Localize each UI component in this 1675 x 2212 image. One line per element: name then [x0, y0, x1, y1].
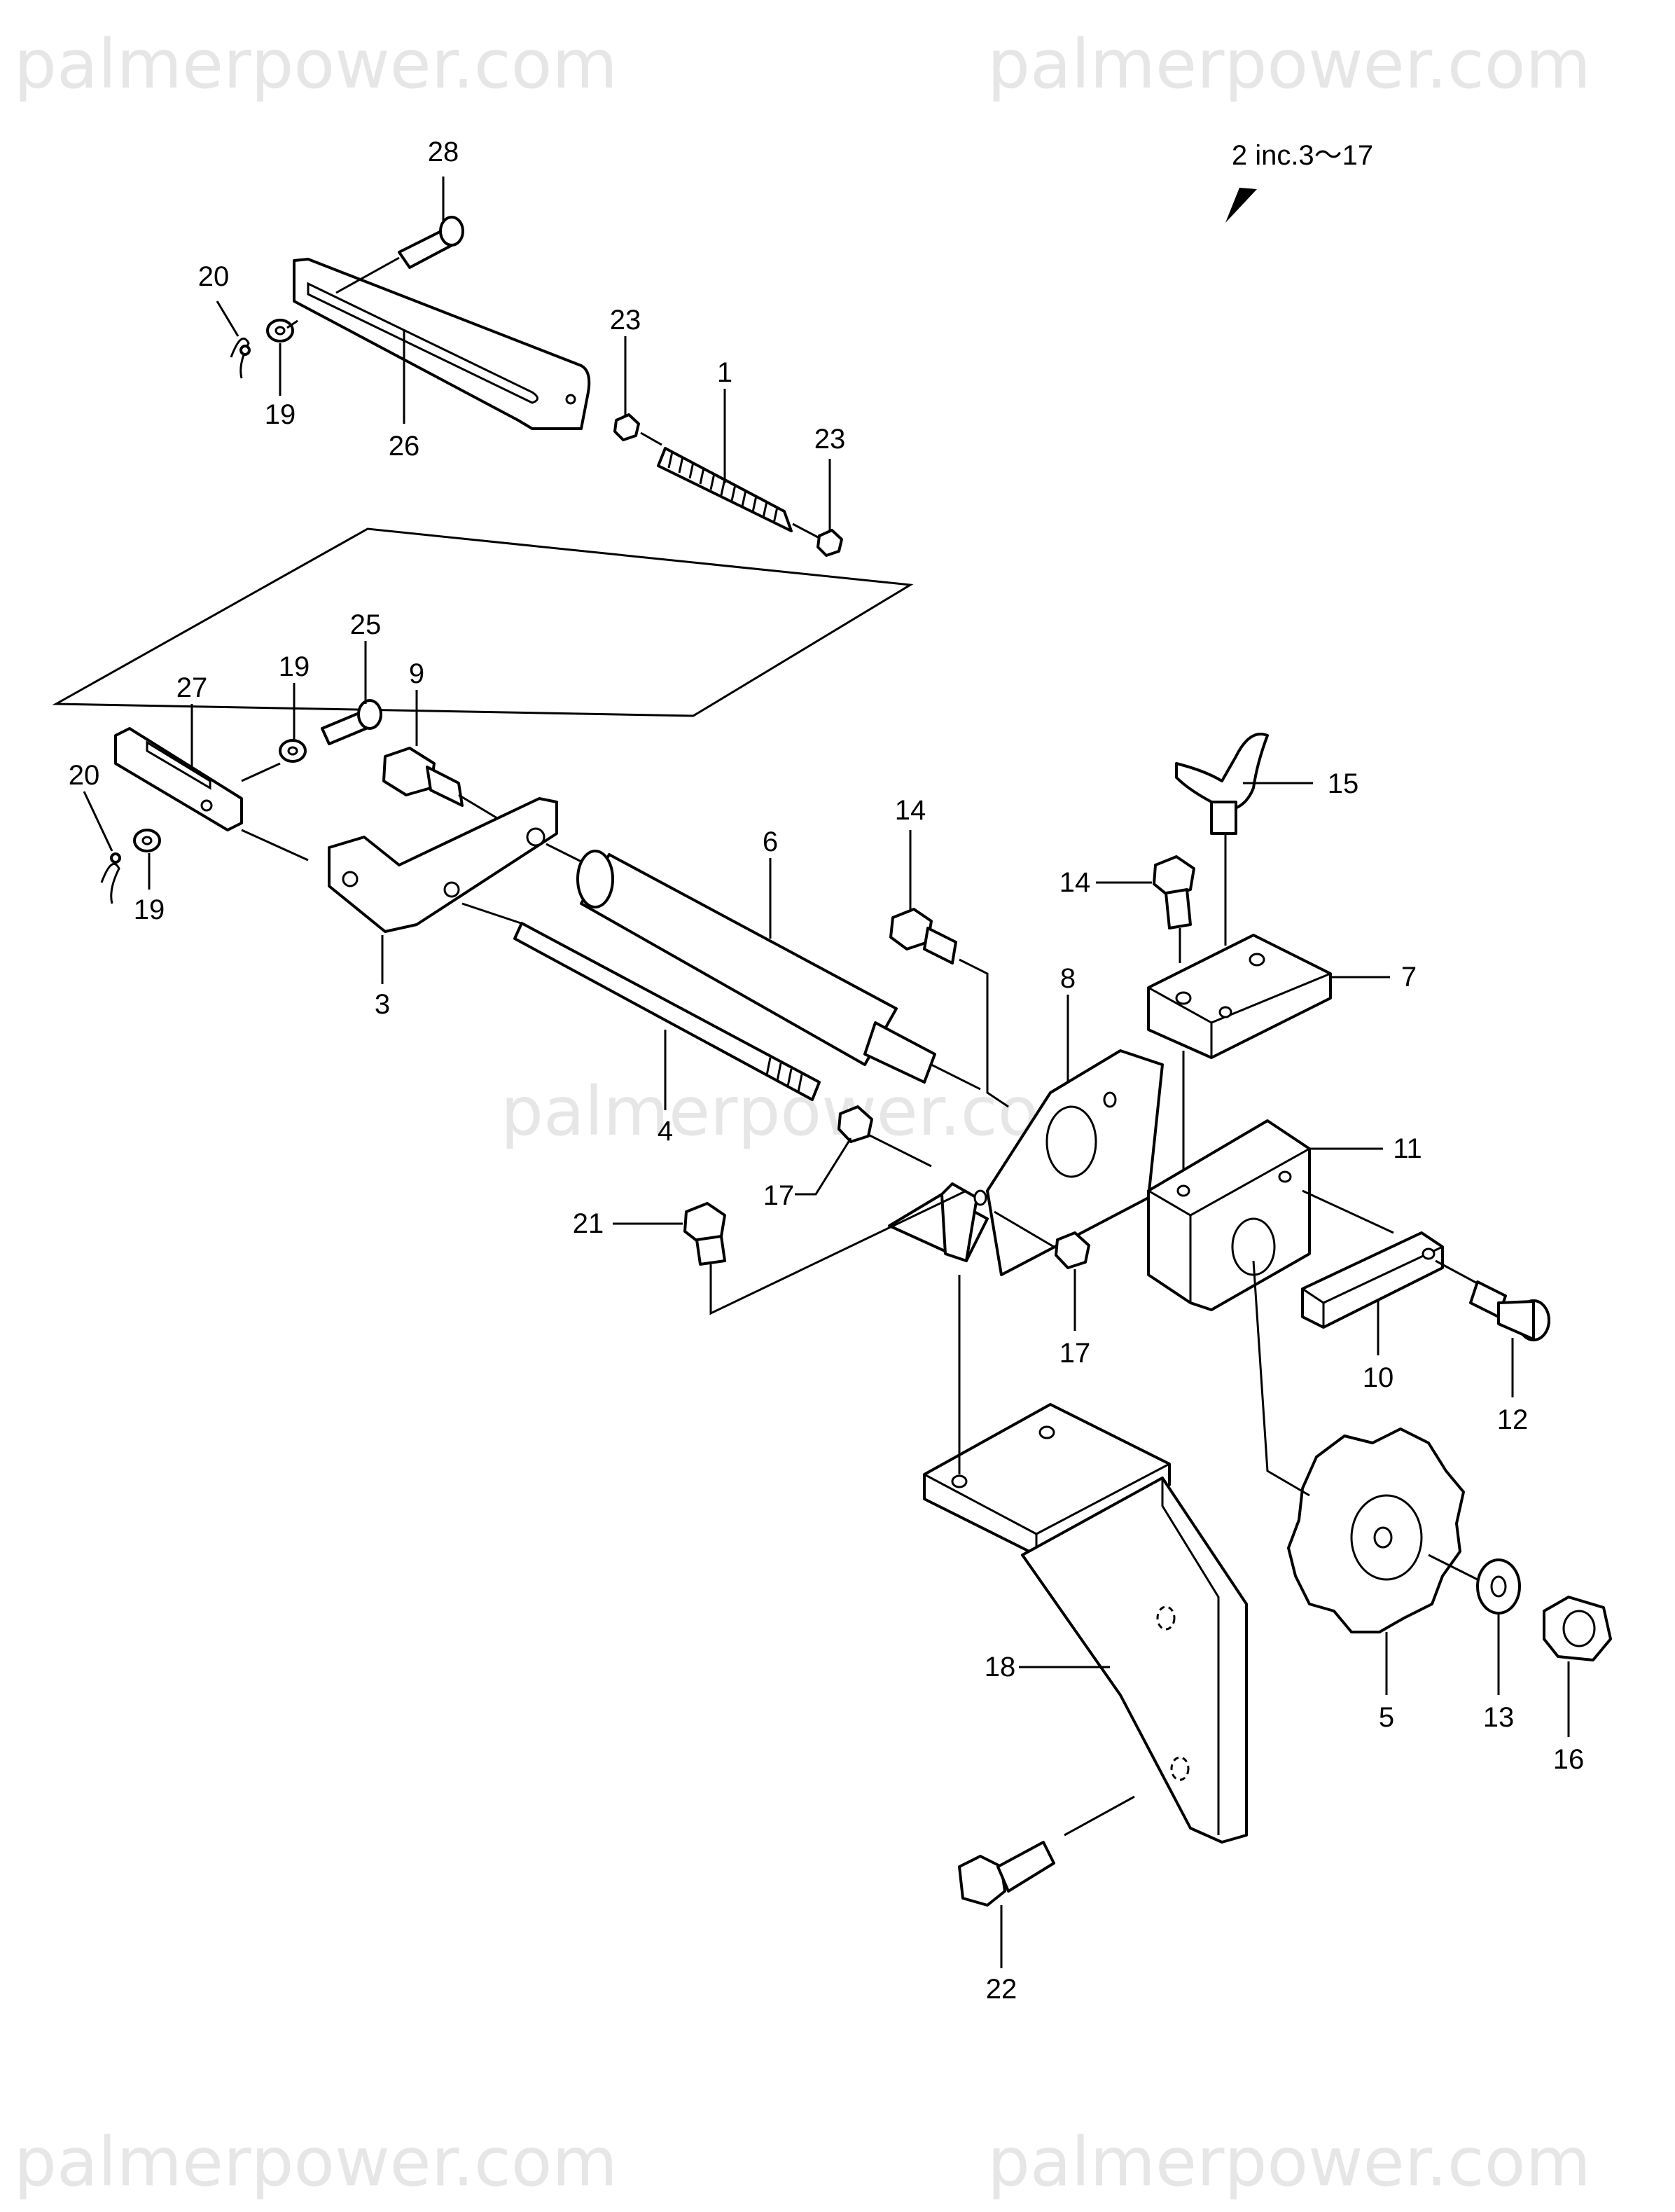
- callout-8: 8: [1060, 963, 1076, 994]
- callout-27: 27: [176, 672, 208, 703]
- part-22-bolt: [958, 1841, 1055, 1907]
- part-8-mounting-plate: [888, 1049, 1164, 1276]
- callout-23-lower: 23: [814, 424, 846, 455]
- callout-9: 9: [409, 658, 424, 689]
- part-7-plate: [1147, 934, 1332, 1059]
- part-20-cotter-lower: [100, 852, 121, 904]
- callout-14-left: 14: [895, 795, 926, 826]
- callout-5: 5: [1379, 1702, 1394, 1733]
- callout-12: 12: [1497, 1404, 1529, 1435]
- callout-19-lower: 19: [134, 894, 165, 925]
- part-15-wing-screw: [1175, 733, 1269, 835]
- part-1-threaded-rod: [657, 447, 793, 532]
- callout-15: 15: [1328, 768, 1359, 799]
- part-10-bar: [1301, 1231, 1444, 1329]
- callout-25: 25: [350, 609, 382, 640]
- assembly-note: 2 inc.3～17: [1232, 140, 1373, 171]
- part-28-pin: [398, 216, 464, 269]
- part-17-nut-left: [837, 1105, 873, 1143]
- part-9-bolt: [382, 747, 464, 807]
- callout-22: 22: [986, 1974, 1017, 2005]
- watermark-top-left: palmerpower.com: [14, 25, 618, 104]
- part-17-nut-right: [1055, 1231, 1090, 1269]
- callout-19-mid: 19: [279, 651, 310, 682]
- callout-20-lower: 20: [69, 760, 100, 791]
- callout-1: 1: [717, 357, 732, 388]
- callout-14-right: 14: [1059, 867, 1091, 898]
- callout-4: 4: [658, 1116, 673, 1147]
- callout-11: 11: [1393, 1133, 1422, 1164]
- part-4-rod: [513, 922, 821, 1101]
- callout-3: 3: [375, 989, 390, 1020]
- callout-17-left: 17: [763, 1180, 795, 1211]
- part-21-bolt: [683, 1202, 726, 1266]
- callout-23-upper: 23: [610, 305, 641, 336]
- callout-17-right: 17: [1059, 1338, 1091, 1369]
- callout-19-upper: 19: [265, 399, 296, 430]
- callout-18: 18: [985, 1652, 1016, 1682]
- callout-21: 21: [573, 1208, 604, 1239]
- watermark-bottom-right: palmerpower.com: [987, 2123, 1591, 2201]
- callout-20-upper: 20: [198, 261, 230, 292]
- callout-10: 10: [1363, 1362, 1394, 1393]
- part-16-nut: [1543, 1596, 1612, 1661]
- part-14-bolt-right: [1153, 855, 1195, 929]
- part-18-bracket: [923, 1403, 1248, 1844]
- callout-7: 7: [1401, 962, 1417, 993]
- callout-13: 13: [1483, 1702, 1515, 1733]
- watermark-bottom-left: palmerpower.com: [14, 2123, 618, 2201]
- part-12-screw: [1469, 1280, 1550, 1341]
- callout-16: 16: [1553, 1744, 1585, 1775]
- part-20-cotter-upper: [230, 337, 251, 379]
- callout-6: 6: [763, 827, 778, 857]
- part-6-spacer: [576, 850, 936, 1084]
- part-13-lock-washer: [1476, 1558, 1521, 1615]
- part-11-block: [1147, 1119, 1311, 1311]
- callout-26: 26: [389, 431, 420, 462]
- part-26-link: [293, 258, 591, 430]
- watermark-top-right: palmerpower.com: [987, 25, 1591, 104]
- part-25-pin: [321, 699, 382, 745]
- part-14-bolt-left: [889, 908, 957, 965]
- part-3-bracket: [328, 797, 558, 933]
- callout-28: 28: [428, 137, 459, 167]
- part-23-nut-upper-left: [613, 413, 640, 441]
- part-5-knob: [1287, 1428, 1465, 1633]
- part-27-clevis: [114, 727, 243, 831]
- sub-assembly-outline: [52, 527, 914, 717]
- part-23-nut-lower-right: [816, 529, 843, 557]
- note-arrow-icon: [1225, 188, 1257, 223]
